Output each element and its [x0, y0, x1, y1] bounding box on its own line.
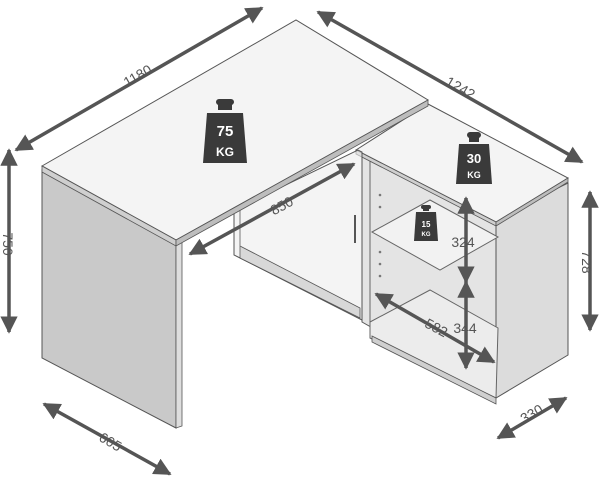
- weight-value-cabinet-top: 30: [467, 151, 481, 166]
- weight-unit-desk-top: KG: [216, 145, 234, 159]
- dim-line-depth-right: [496, 396, 568, 440]
- label-upper-compartment: 324: [451, 234, 475, 250]
- weight-icon-shelf: 15 KG: [414, 205, 438, 241]
- label-lower-compartment: 344: [453, 320, 477, 336]
- label-top-width: 1180: [120, 61, 154, 90]
- label-height-left: 750: [0, 232, 16, 256]
- dim-line-top-depth: [316, 10, 584, 164]
- dim-line-depth-left: [42, 402, 172, 476]
- weight-value-desk-top: 75: [217, 123, 234, 140]
- label-depth-left: 605: [96, 429, 124, 455]
- dim-line-top-width: [14, 6, 264, 152]
- weight-icon-cabinet-top: 30 KG: [456, 132, 492, 184]
- dimension-lines: [0, 6, 599, 476]
- weight-unit-cabinet-top: KG: [467, 170, 481, 180]
- label-height-right: 728: [579, 250, 595, 274]
- weight-value-shelf: 15: [422, 220, 431, 229]
- weight-icon-desk-top: 75 KG: [203, 99, 247, 163]
- dim-line-inner-diagonal: [188, 162, 356, 256]
- weight-unit-shelf: KG: [422, 232, 431, 238]
